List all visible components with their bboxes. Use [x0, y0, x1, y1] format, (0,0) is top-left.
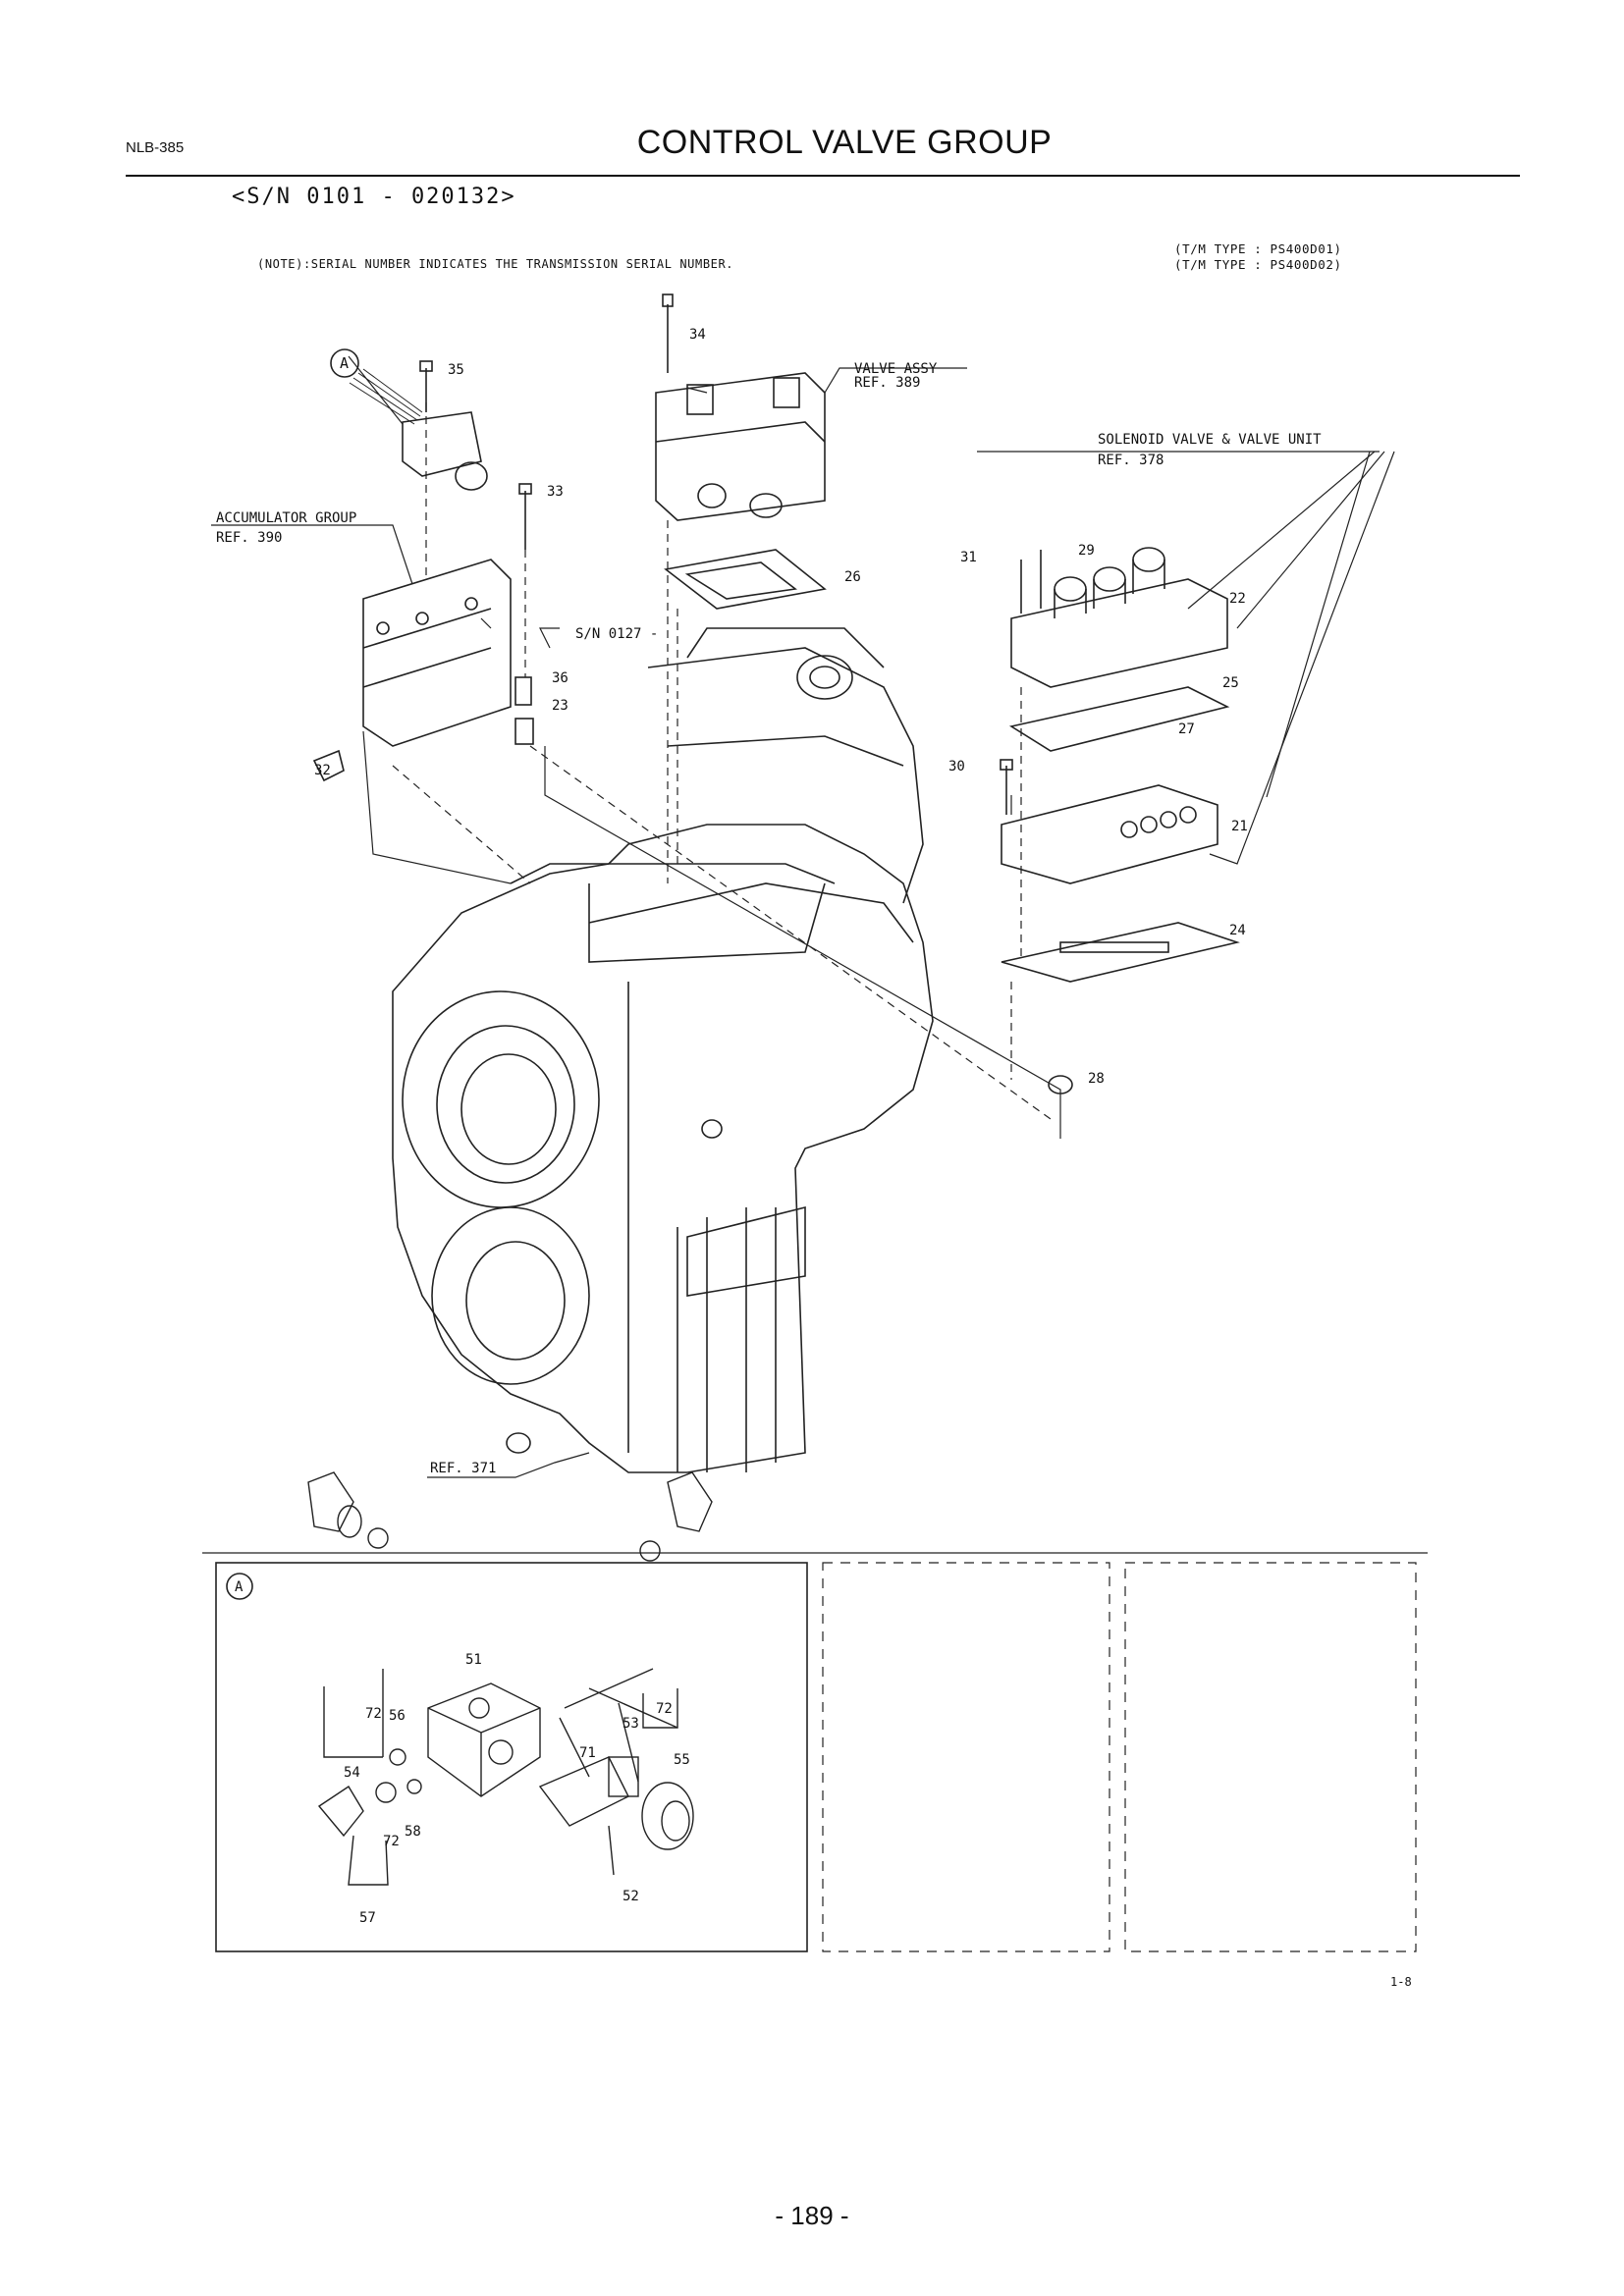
detail-a-marker: A [340, 354, 349, 372]
part-label-35: 35 [448, 362, 464, 378]
sn-0127-label: S/N 0127 - [575, 626, 658, 642]
part-label-31: 31 [960, 550, 977, 565]
ref-371-label: REF. 371 [430, 1461, 496, 1476]
valve-assy-label: VALVE ASSY [854, 361, 938, 377]
serial-range: <S/N 0101 - 020132> [232, 185, 516, 209]
detail-label-58: 58 [405, 1824, 421, 1840]
solenoid-label: SOLENOID VALVE & VALVE UNIT [1098, 432, 1322, 448]
part-label-23: 23 [552, 698, 568, 714]
header-rule [126, 175, 1520, 177]
part-label-29: 29 [1078, 543, 1095, 559]
sheet-reference: 1-8 [1390, 1975, 1412, 1989]
page-number: - 189 - [775, 2201, 849, 2230]
valve-assy-ref: REF. 389 [854, 375, 920, 391]
part-label-36: 36 [552, 670, 568, 686]
part-label-30: 30 [948, 759, 965, 774]
part-label-27: 27 [1178, 721, 1195, 737]
accumulator-group [312, 360, 534, 782]
detail-label-72c: 72 [383, 1834, 400, 1849]
leader-lines [211, 355, 1395, 1478]
detail-a-pointer [349, 368, 423, 425]
detail-label-52: 52 [623, 1889, 639, 1904]
dashed-guides [392, 402, 1052, 1120]
part-number-labels: 34 35 33 26 31 29 22 25 27 30 21 24 36 2… [216, 327, 1322, 1595]
part-label-24: 24 [1229, 923, 1246, 938]
part-label-28: 28 [1088, 1071, 1105, 1087]
detail-label-56: 56 [389, 1708, 406, 1724]
detail-label-72b: 72 [656, 1701, 673, 1717]
accumulator-label: ACCUMULATOR GROUP [216, 510, 356, 526]
transmission-housing [392, 627, 934, 1473]
detail-label-51: 51 [465, 1652, 482, 1668]
page-title: CONTROL VALVE GROUP [636, 124, 1053, 161]
serial-note: (NOTE):SERIAL NUMBER INDICATES THE TRANS… [257, 257, 734, 271]
detail-label-55: 55 [674, 1752, 690, 1768]
part-label-26: 26 [844, 569, 861, 585]
detail-a-box-marker: A [235, 1579, 244, 1595]
empty-placeholder-boxes [822, 1562, 1417, 1952]
solenoid-ref: REF. 378 [1098, 453, 1164, 468]
part-label-32: 32 [314, 763, 331, 778]
detail-label-57: 57 [359, 1910, 376, 1926]
detail-label-71: 71 [579, 1745, 596, 1761]
detail-a-parts [307, 1471, 713, 1886]
detail-label-54: 54 [344, 1765, 360, 1781]
valve-assy [655, 294, 827, 610]
document-code: NLB-385 [126, 139, 185, 156]
solenoid-valve-unit [1000, 547, 1240, 1095]
part-label-22: 22 [1229, 591, 1246, 607]
tm-type-1: (T/M TYPE : PS400D01) [1174, 241, 1342, 256]
part-label-21: 21 [1231, 819, 1248, 834]
detail-part-labels: 51 72 56 54 72 53 55 71 58 72 57 52 [344, 1652, 690, 1926]
detail-label-53: 53 [623, 1716, 639, 1732]
part-label-34: 34 [689, 327, 706, 343]
part-label-25: 25 [1222, 675, 1239, 691]
tm-type-2: (T/M TYPE : PS400D02) [1174, 257, 1342, 272]
accumulator-ref: REF. 390 [216, 530, 282, 546]
part-label-33: 33 [547, 484, 564, 500]
detail-label-72a: 72 [365, 1706, 382, 1722]
